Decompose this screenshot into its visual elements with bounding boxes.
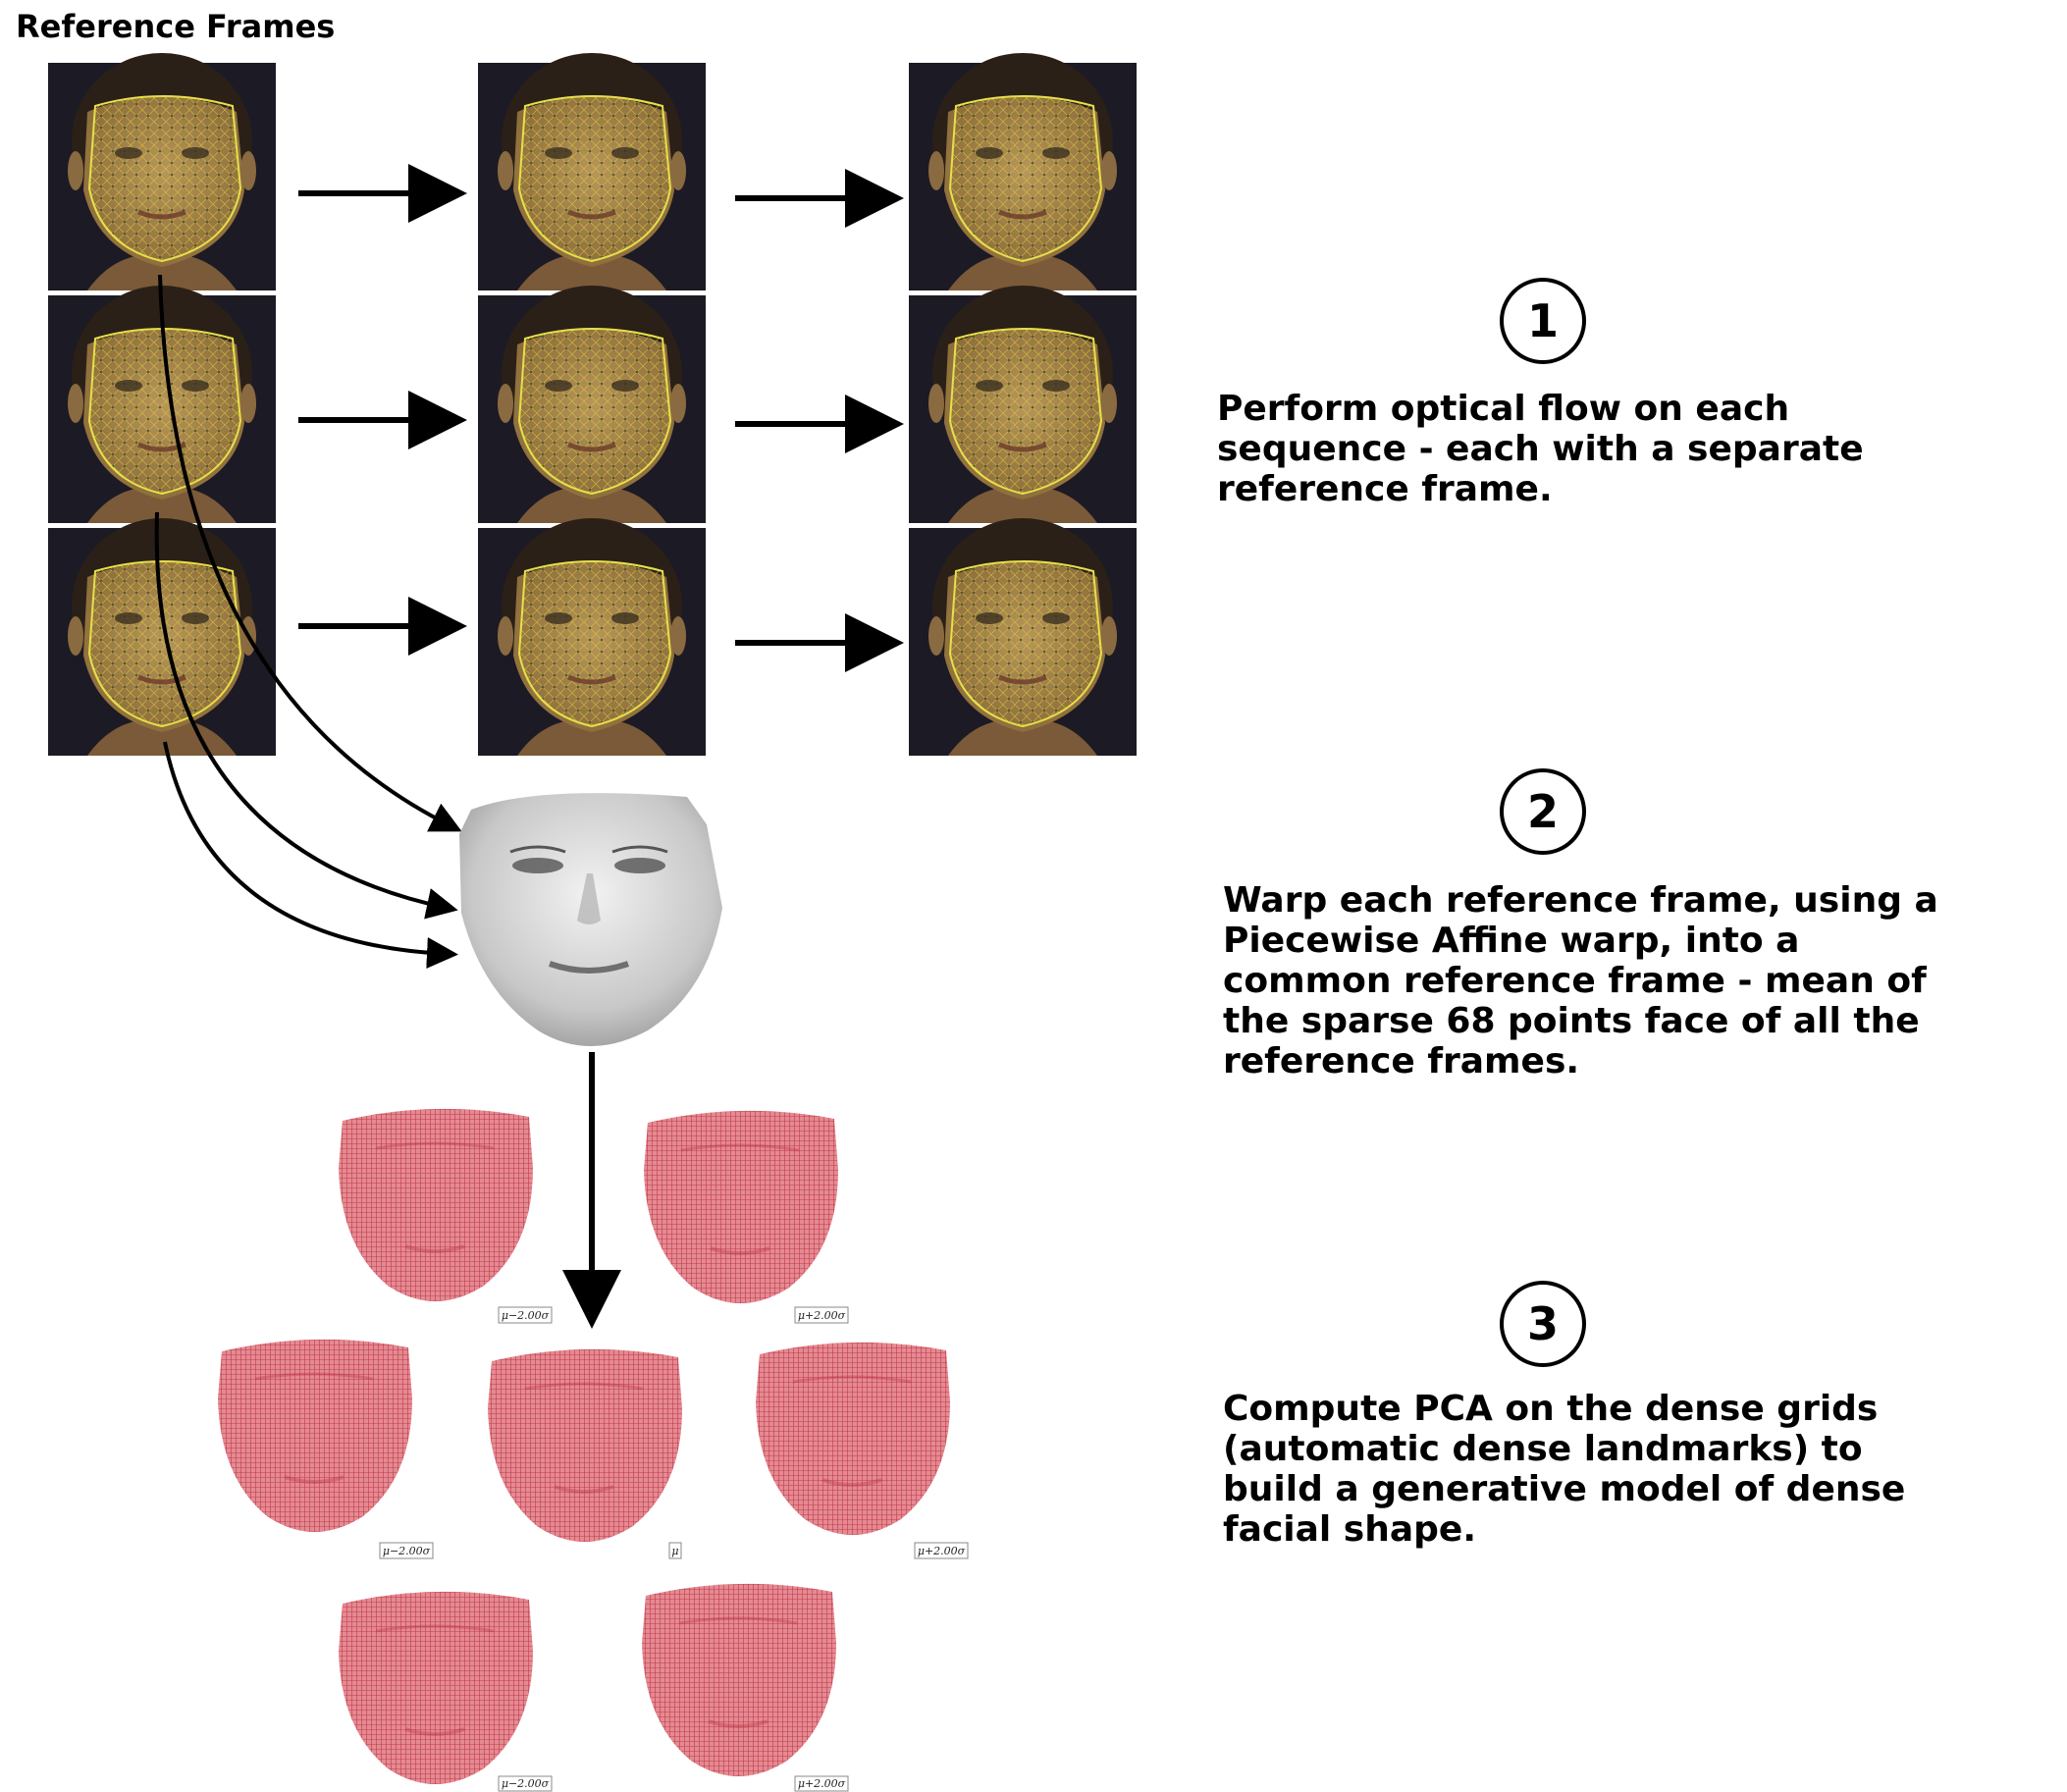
figure-canvas: Reference Frames xyxy=(0,0,1938,1792)
pca-label: μ xyxy=(671,1545,678,1557)
step-number-badge: 3 xyxy=(1500,1281,1586,1367)
pca-mask xyxy=(337,1106,535,1303)
pca-row-1 xyxy=(337,1106,840,1305)
face-thumbnail xyxy=(48,518,276,756)
step-line: build a generative model of dense xyxy=(1223,1469,1906,1509)
step-line: Compute PCA on the dense grids xyxy=(1223,1389,1879,1429)
reference-frame-row-2 xyxy=(48,286,1137,523)
figure-title: Reference Frames xyxy=(16,8,336,45)
pca-labels: μ−2.00σ μ+2.00σ μ−2.00σ μ μ+2.00σ μ−2.00… xyxy=(379,1306,969,1792)
pca-label: μ+2.00σ xyxy=(918,1545,966,1557)
face-thumbnail xyxy=(478,53,706,290)
step-line: reference frames. xyxy=(1223,1041,1580,1081)
pca-label: μ+2.00σ xyxy=(798,1777,846,1790)
face-thumbnail xyxy=(909,286,1137,523)
face-thumbnail xyxy=(478,518,706,756)
pca-label: μ+2.00σ xyxy=(798,1309,846,1322)
step-line: common reference frame - mean of xyxy=(1223,961,1927,1001)
step-number-badge: 2 xyxy=(1500,768,1586,855)
pca-mask xyxy=(486,1346,684,1544)
pca-mask xyxy=(754,1340,952,1537)
step-line: Warp each reference frame, using a xyxy=(1223,880,1938,921)
pca-label: μ−2.00σ xyxy=(502,1777,550,1790)
step-description: Compute PCA on the dense grids (automati… xyxy=(1223,1389,2067,1550)
curved-arrow-icon xyxy=(154,511,458,920)
face-thumbnail xyxy=(48,53,276,290)
step-line: reference frame. xyxy=(1217,469,1553,509)
curved-arrow-icon xyxy=(163,741,458,969)
step-number-badge: 1 xyxy=(1500,278,1586,364)
reference-frame-row-1 xyxy=(48,53,1137,290)
step-line: sequence - each with a separate xyxy=(1217,429,1864,469)
step-line: Piecewise Affine warp, into a xyxy=(1223,921,1800,961)
curved-arrow-icon xyxy=(158,274,462,832)
step-line: (automatic dense landmarks) to xyxy=(1223,1429,1863,1469)
step-description: Perform optical flow on each sequence - … xyxy=(1217,389,2061,509)
pca-mask xyxy=(640,1581,838,1778)
pca-mask xyxy=(642,1108,840,1305)
pca-label: μ−2.00σ xyxy=(383,1545,431,1557)
pca-row-3 xyxy=(337,1581,838,1786)
warp-arrows xyxy=(154,274,462,969)
face-thumbnail xyxy=(909,518,1137,756)
pca-mask xyxy=(216,1337,414,1534)
pca-mask xyxy=(337,1589,535,1786)
face-thumbnail xyxy=(478,286,706,523)
pipeline-diagram: μ−2.00σ μ+2.00σ μ−2.00σ μ μ+2.00σ μ−2.00… xyxy=(0,0,1863,1792)
face-thumbnail xyxy=(909,53,1137,290)
pca-row-2 xyxy=(216,1337,952,1544)
pca-label: μ−2.00σ xyxy=(502,1309,550,1322)
step-line: Perform optical flow on each xyxy=(1217,389,1790,429)
step-description: Warp each reference frame, using a Piece… xyxy=(1223,880,2067,1081)
optical-flow-arrows xyxy=(298,164,904,672)
step-line: the sparse 68 points face of all the xyxy=(1223,1001,1920,1041)
step-line: facial shape. xyxy=(1223,1509,1477,1550)
mean-face xyxy=(459,793,722,1046)
